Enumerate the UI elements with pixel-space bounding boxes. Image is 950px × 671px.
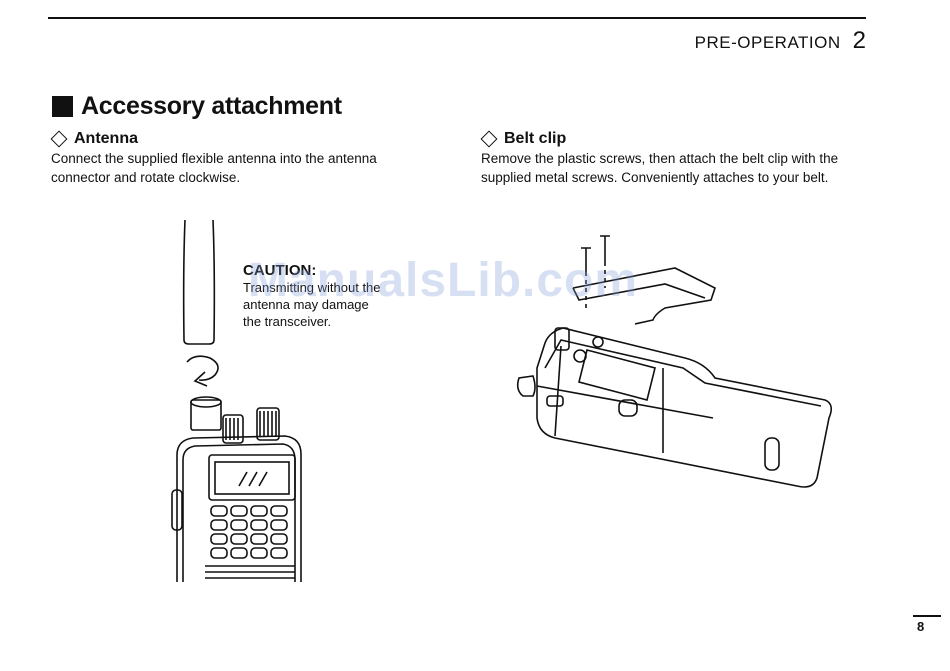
chapter-number: 2 [852,27,866,54]
belt-line-2: supplied metal screws. Conveniently atta… [481,170,829,185]
belt-clip-instructions: Remove the plastic screws, then attach t… [481,149,867,187]
belt-clip-illustration [516,235,833,488]
caution-note: CAUTION: Transmitting without the antenn… [243,262,381,330]
diamond-icon [480,130,498,148]
antenna-line-1: Connect the supplied flexible antenna in… [51,151,377,166]
caution-title: CAUTION: [243,262,317,279]
antenna-instructions: Connect the supplied flexible antenna in… [51,149,439,187]
black-square-icon [52,96,73,117]
antenna-heading: Antenna [50,130,138,148]
diamond-icon [50,130,68,148]
section-heading: Accessory attachment [52,92,342,121]
caution-line-3: the transceiver. [243,314,332,329]
belt-clip-heading: Belt clip [480,130,566,148]
top-rule [48,17,866,19]
antenna-radio-illustration [171,219,302,582]
antenna-line-2: connector and rotate clockwise. [51,170,241,185]
page-header: PRE-OPERATION 2 [695,27,866,55]
belt-line-1: Remove the plastic screws, then attach t… [481,151,839,166]
antenna-heading-text: Antenna [74,130,138,147]
caution-line-2: antenna may damage [243,297,369,312]
page-number: 8 [917,619,925,634]
section-title: PRE-OPERATION [694,33,841,52]
page-title: Accessory attachment [81,92,342,120]
page-number-rule [913,615,941,617]
belt-clip-heading-text: Belt clip [504,130,567,147]
caution-line-1: Transmitting without the [243,280,381,295]
